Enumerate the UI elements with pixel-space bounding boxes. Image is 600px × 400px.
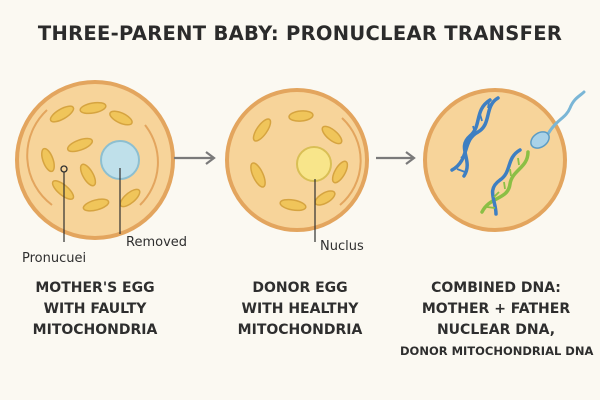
sperm-cell-icon <box>530 90 586 149</box>
mother-egg-inner-arc-left <box>26 109 53 206</box>
mitochondrion <box>288 110 314 122</box>
mitochondrion <box>279 198 307 212</box>
mitochondrion <box>79 101 107 115</box>
caption-line: MITOCHONDRIA <box>237 322 363 338</box>
dna-helix-green-icon <box>480 148 530 216</box>
combined-caption: COMBINED DNA: MOTHER + FATHER NUCLEAR DN… <box>400 278 594 362</box>
caption-line: DONOR EGG <box>252 280 348 296</box>
mitochondrion <box>51 180 75 200</box>
mother-mitochondria <box>41 101 141 212</box>
dna-helix-blue-icon <box>450 96 500 178</box>
mitochondrion <box>321 125 343 145</box>
nucleus-label: Nuclus <box>320 239 364 254</box>
removed-label: Removed <box>126 235 187 250</box>
caption-line: MOTHER'S EGG <box>35 280 155 296</box>
combined-cell <box>423 88 586 232</box>
mother-egg-caption: MOTHER'S EGG WITH FAULTY MITOCHONDRIA <box>25 278 165 341</box>
caption-line: WITH FAULTY <box>43 301 147 317</box>
caption-line: MOTHER + FATHER <box>421 301 571 317</box>
caption-line: COMBINED DNA: <box>431 280 561 296</box>
mitochondrion <box>109 110 133 126</box>
donor-nucleus <box>296 146 332 182</box>
donor-egg-inner-arc-right <box>339 117 362 206</box>
mitochondrion <box>82 198 110 212</box>
arrow-2 <box>376 151 416 165</box>
mitochondrion <box>119 188 141 208</box>
donor-mitochondria <box>250 110 349 212</box>
caption-line: WITH HEALTHY <box>241 301 359 317</box>
mitochondrion <box>79 163 97 187</box>
donor-egg-caption: DONOR EGG WITH HEALTHY MITOCHONDRIA <box>225 278 375 341</box>
caption-line: MITOCHONDRIA <box>32 322 158 338</box>
mitochondrion <box>331 160 349 184</box>
mitochondrion <box>250 162 266 188</box>
pronuclei-label: Pronucuei <box>22 251 86 266</box>
mitochondrion <box>49 105 75 123</box>
caption-line: NUCLEAR DNA, <box>436 322 556 338</box>
donor-egg-cell: Nuclus <box>225 88 369 254</box>
combined-cell-membrane <box>423 88 567 232</box>
page-title: THREE-PARENT BABY: PRONUCLEAR TRANSFER <box>37 22 563 45</box>
caption-line: DONOR MITOCHONDRIAL DNA <box>400 344 594 358</box>
mitochondrion <box>66 137 94 153</box>
mitochondrion <box>252 118 272 142</box>
mitochondrion <box>41 147 55 173</box>
arrow-1 <box>174 151 216 165</box>
mother-egg-cell: Pronucuei Removed <box>15 80 187 266</box>
mother-egg-inner-arc-right <box>139 124 159 206</box>
